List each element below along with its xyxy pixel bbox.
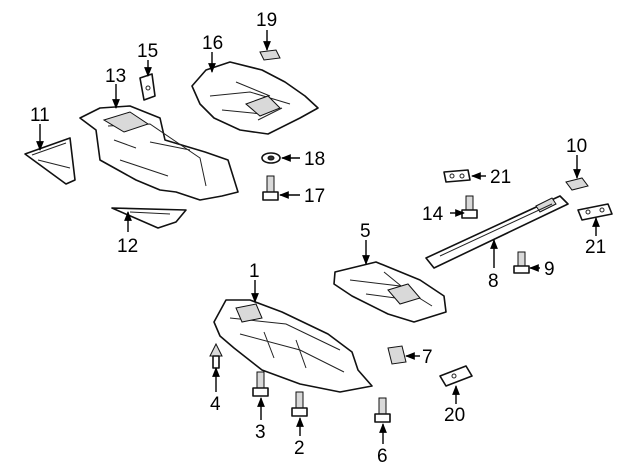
part-6-bolt (374, 397, 391, 423)
part-7-clip (387, 345, 407, 365)
part-13-splash-shield (79, 105, 239, 201)
callout-4: 4 (210, 394, 221, 415)
part-3-bolt (252, 371, 269, 397)
callout-10: 10 (566, 136, 587, 157)
callout-12: 12 (117, 236, 138, 257)
part-19-clip (259, 49, 281, 61)
callout-11: 11 (30, 105, 50, 126)
callout-21-upper: 21 (490, 167, 511, 188)
part-2-bolt (291, 391, 308, 417)
part-21-upper-bracket (443, 169, 471, 183)
callout-18: 18 (304, 149, 325, 170)
leader-lines (36, 30, 600, 444)
part-18-washer (261, 152, 281, 164)
part-4-push-pin (209, 342, 223, 369)
callout-17: 17 (304, 186, 325, 207)
callout-1: 1 (249, 261, 260, 282)
callout-6: 6 (377, 446, 388, 467)
part-16-upper-shield (191, 61, 319, 135)
callout-8: 8 (488, 271, 499, 292)
callout-20: 20 (444, 405, 465, 426)
callout-13: 13 (105, 66, 126, 87)
part-11-side-shield (24, 137, 76, 185)
part-5-center-panel (333, 261, 447, 323)
part-10-clip (565, 177, 589, 191)
callout-2: 2 (294, 438, 305, 459)
part-1-front-shield (213, 299, 373, 393)
callout-labels: 11 13 15 16 19 18 17 12 1 5 21 14 10 21 … (30, 10, 606, 467)
callout-3: 3 (255, 422, 266, 443)
callout-15: 15 (137, 41, 158, 62)
part-9-bolt (513, 251, 530, 274)
callout-19: 19 (256, 10, 277, 31)
part-20-bracket (439, 365, 473, 387)
part-14-bolt (461, 195, 478, 219)
callout-16: 16 (202, 33, 223, 54)
callout-5: 5 (360, 221, 371, 242)
part-21-lower-bracket (577, 203, 613, 221)
callout-14: 14 (422, 204, 444, 225)
part-8-rail (425, 195, 569, 269)
part-12-deflector (111, 207, 187, 229)
callout-9: 9 (544, 259, 555, 280)
part-17-bolt (262, 175, 279, 201)
part-15-bracket (139, 73, 156, 101)
callout-7: 7 (422, 347, 433, 368)
callout-21-lower: 21 (585, 237, 606, 258)
